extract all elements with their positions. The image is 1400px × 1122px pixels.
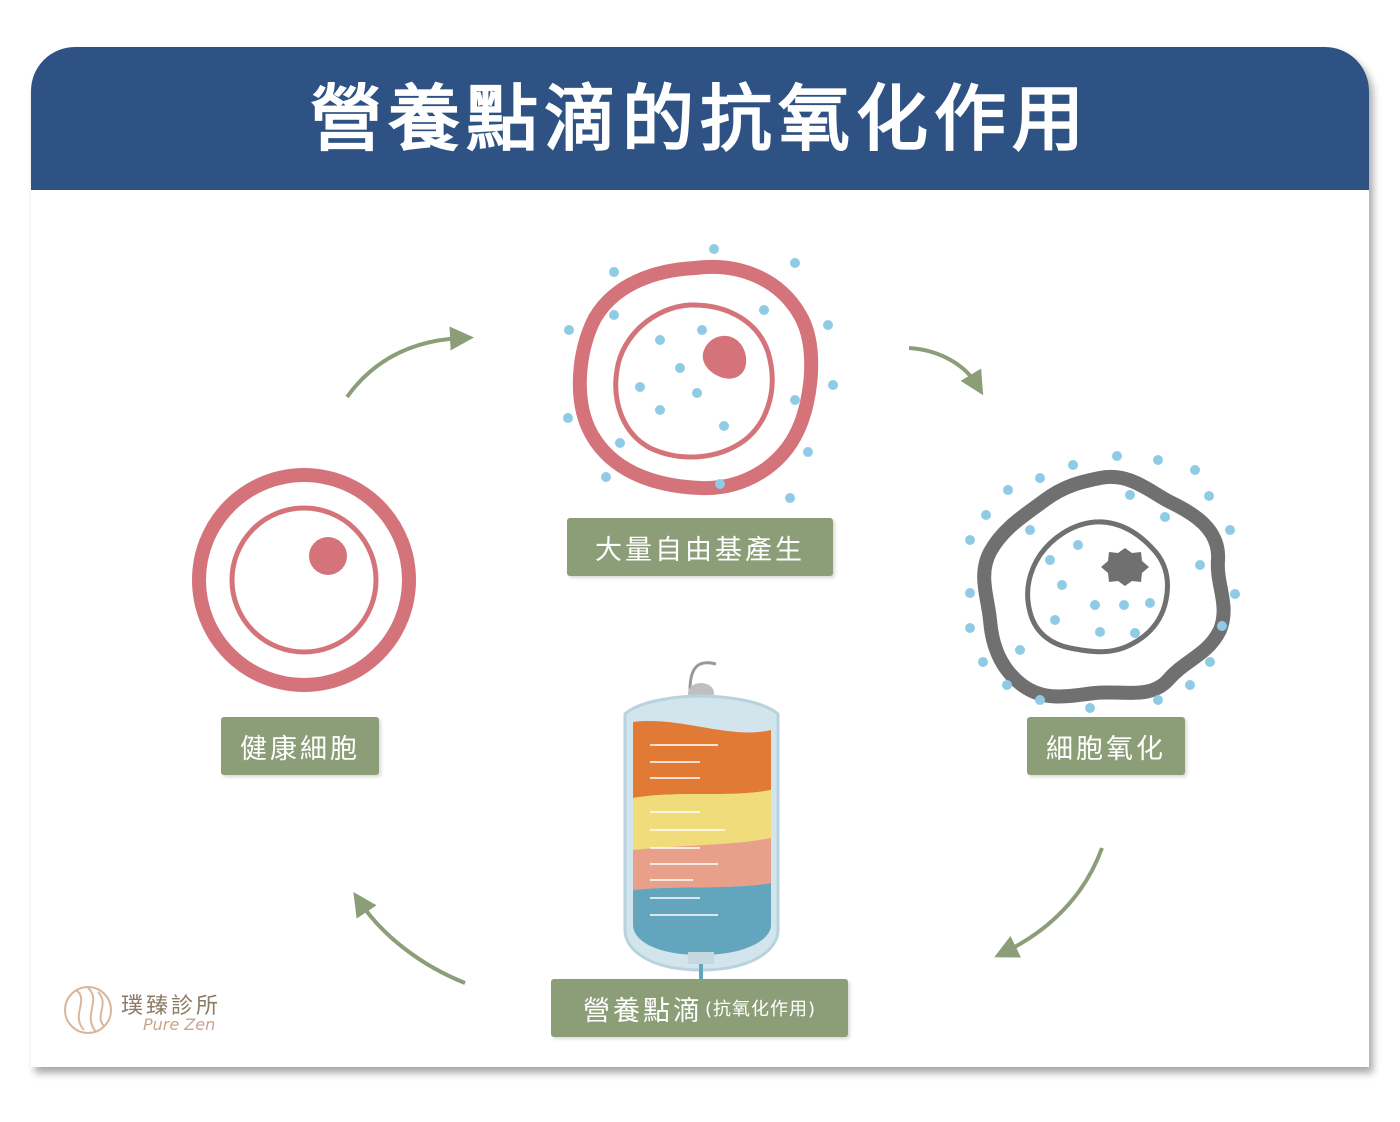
label-free-radicals: 大量自由基產生 [567, 518, 833, 576]
iv-bag-icon [623, 661, 780, 985]
label-cell-oxidation: 細胞氧化 [1027, 717, 1185, 775]
label-iv-nutrition: 營養點滴 (抗氧化作用) [551, 979, 848, 1037]
arrow-radicals-to-oxidized [908, 346, 984, 396]
free-radical-cell-icon [563, 244, 838, 503]
label-healthy-cell-text: 健康細胞 [240, 733, 360, 765]
label-cell-oxidation-text: 細胞氧化 [1046, 733, 1166, 765]
oxidized-cell-icon [965, 451, 1240, 713]
label-iv-nutrition-main: 營養點滴 [582, 995, 703, 1027]
page-title: 營養點滴的抗氧化作用 [309, 75, 1090, 161]
logo-name-english: Pure Zen [143, 1015, 216, 1034]
pure-zen-logo-icon [64, 986, 112, 1034]
healthy-cell-icon [192, 468, 416, 692]
arrow-healthy-to-radicals [345, 326, 474, 399]
arrow-iv-to-healthy [353, 892, 466, 985]
title-banner: 營養點滴的抗氧化作用 [31, 47, 1369, 190]
label-healthy-cell: 健康細胞 [221, 717, 379, 775]
arrow-oxidized-to-iv [994, 847, 1104, 958]
logo-name-chinese: 璞臻診所 [121, 994, 222, 1019]
label-free-radicals-text: 大量自由基產生 [595, 534, 805, 566]
label-iv-nutrition-sub: (抗氧化作用) [704, 999, 817, 1020]
